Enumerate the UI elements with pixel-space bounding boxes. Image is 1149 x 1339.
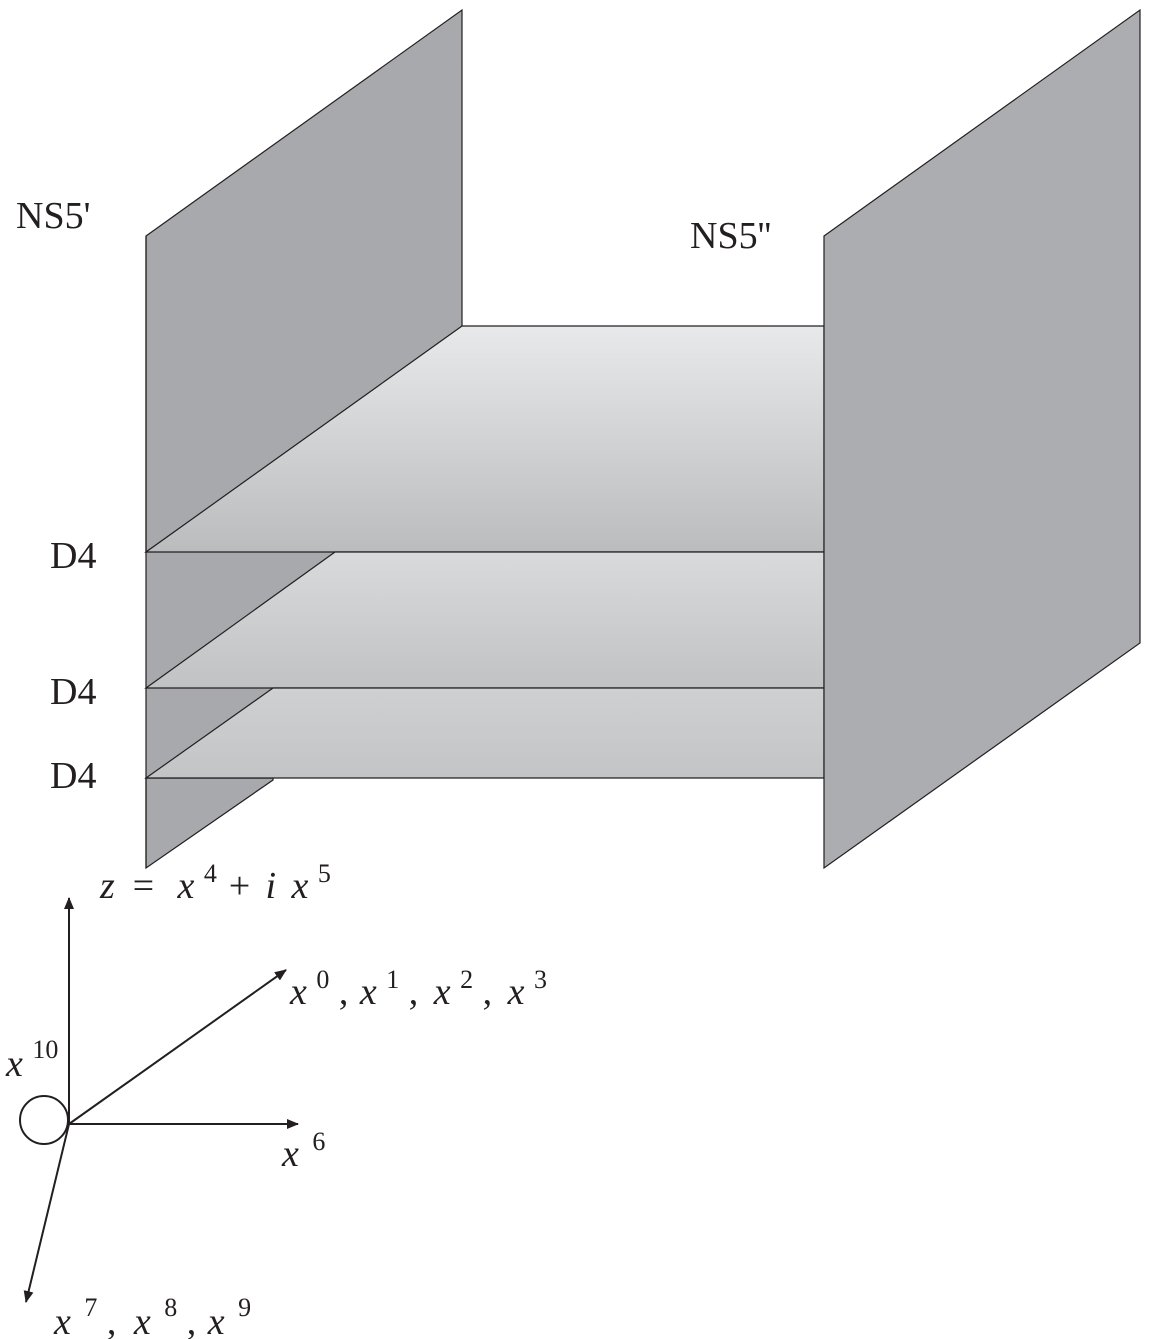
x1-sup: 1 — [386, 965, 399, 994]
axis-horizontal-label: x 6 — [281, 1127, 325, 1175]
x2-base: x — [433, 971, 451, 1013]
x6-sup: 6 — [312, 1127, 325, 1156]
ns5-right-brane — [823, 8, 1141, 870]
x10-sup: 10 — [32, 1035, 58, 1064]
x9-base: x — [207, 1301, 225, 1339]
x2-sup: 2 — [460, 965, 473, 994]
x7-base: x — [53, 1301, 71, 1339]
x7-sup: 7 — [84, 1293, 97, 1322]
x0-sup: 0 — [316, 965, 329, 994]
x6-base: x — [281, 1133, 299, 1175]
coordinate-axes — [19, 897, 299, 1303]
x8-base: x — [133, 1301, 151, 1339]
axis-vertical-label: z = x 4 + i x 5 — [99, 849, 331, 907]
compact-circle-x10 — [19, 1095, 69, 1145]
d4-label-bottom: D4 — [50, 755, 96, 797]
x0-base: x — [289, 971, 307, 1013]
z-symbol: z — [99, 865, 115, 907]
axis-diagonal-up-label: x 0 , x 1 , x 2 , x 3 — [289, 955, 547, 1013]
x5-base: x — [291, 865, 309, 907]
axis-diagonal-down-label: x 7 , x 8 , x 9 — [53, 1283, 251, 1339]
ns5-right-label: NS5'' — [690, 215, 771, 257]
x5-sup: 5 — [318, 859, 331, 888]
x8-sup: 8 — [164, 1293, 177, 1322]
x1-base: x — [359, 971, 377, 1013]
plus-sign: + — [226, 865, 252, 907]
i-symbol: i — [265, 865, 276, 907]
d4-label-middle: D4 — [50, 671, 96, 713]
x4-sup: 4 — [204, 859, 217, 888]
x3-base: x — [507, 971, 525, 1013]
ns5-left-label: NS5' — [16, 195, 90, 237]
d4-label-top: D4 — [50, 535, 96, 577]
circle-label: x 10 — [5, 1035, 58, 1085]
axis-diagonal-down — [23, 1123, 70, 1303]
x10-base: x — [5, 1043, 23, 1085]
x3-sup: 3 — [534, 965, 547, 994]
equals-sign: = — [130, 865, 156, 907]
axis-diagonal-up — [68, 969, 287, 1125]
x4-base: x — [176, 865, 194, 907]
ns5-left-brane-bottom — [145, 777, 274, 870]
x9-sup: 9 — [238, 1293, 251, 1322]
